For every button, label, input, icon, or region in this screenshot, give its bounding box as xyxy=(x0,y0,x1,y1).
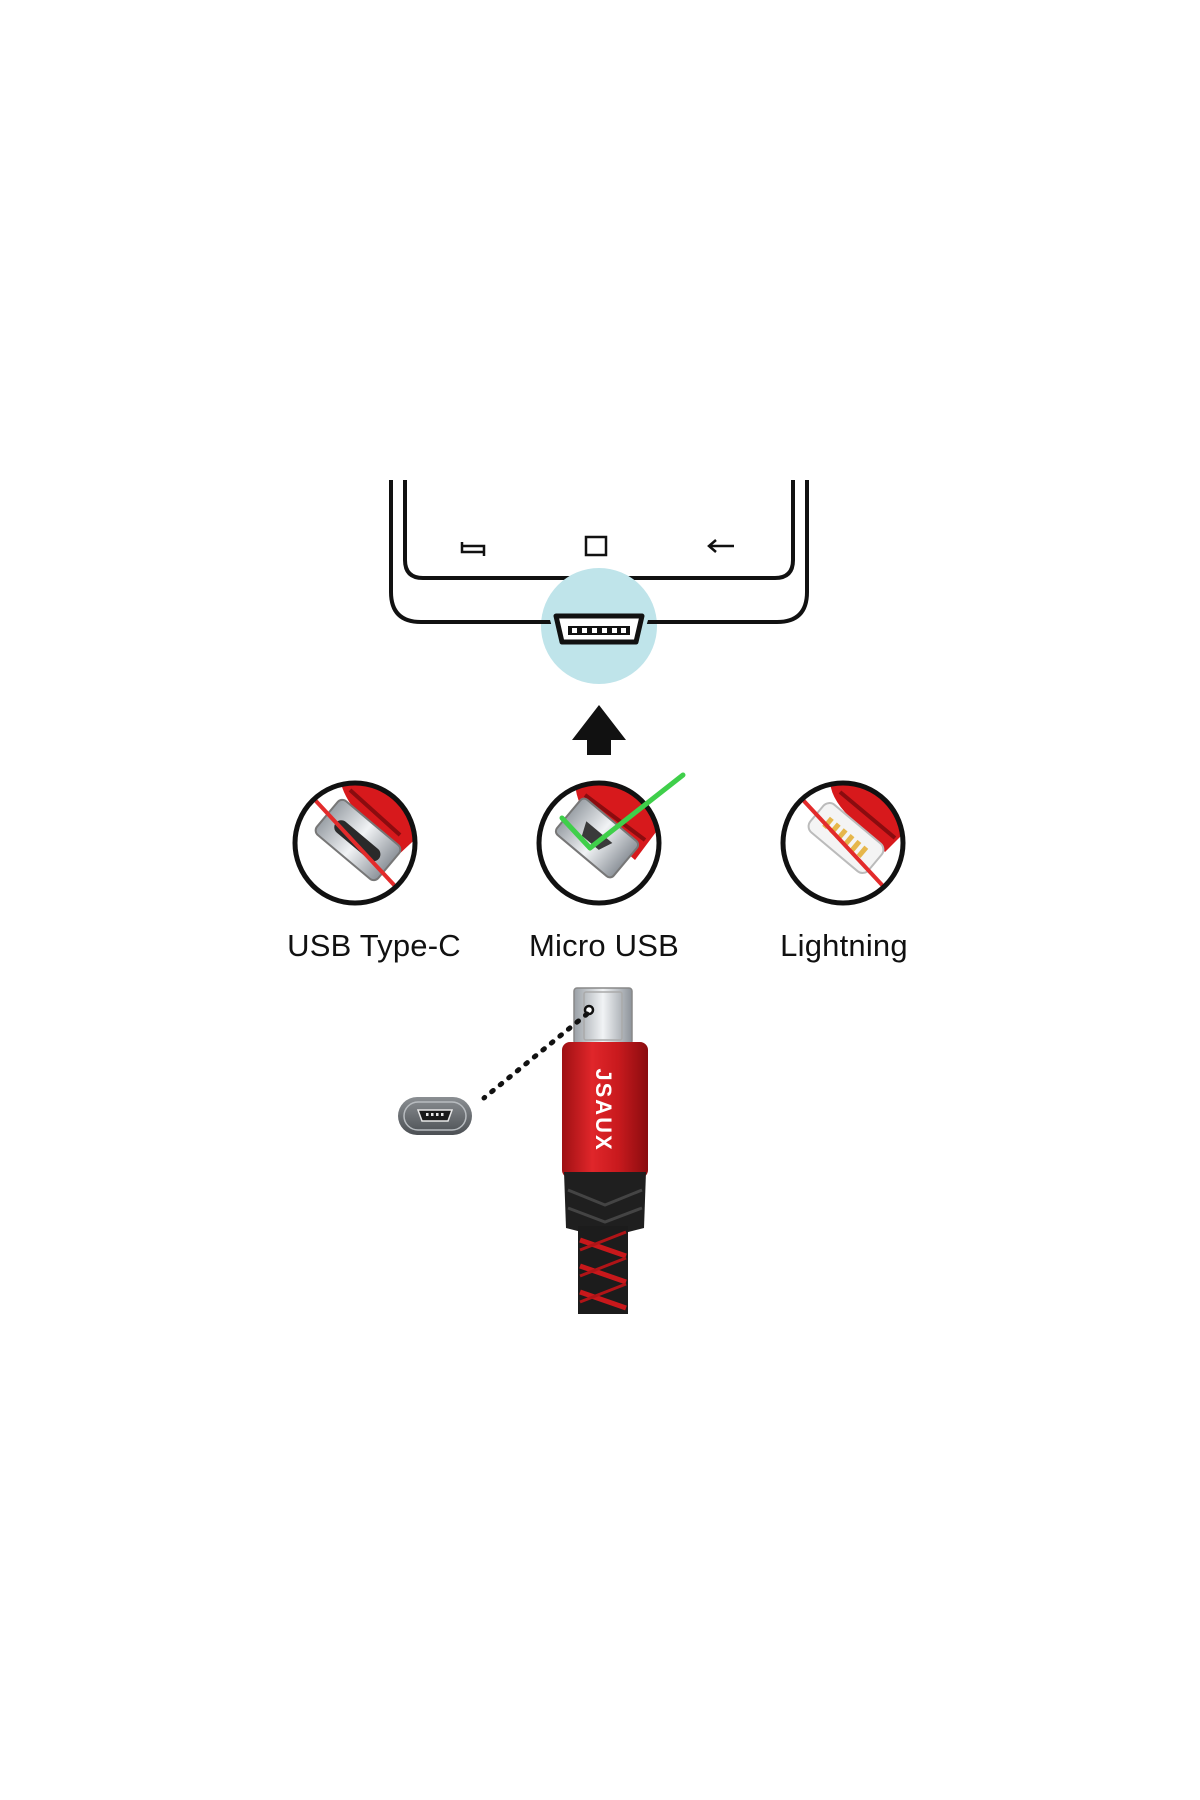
lightning-icon xyxy=(780,780,906,906)
dotted-leader-line xyxy=(481,1011,590,1101)
checkmark-icon xyxy=(559,772,686,851)
connector-label-lightning: Lightning xyxy=(780,928,908,963)
connector-label-usb-type-c: USB Type-C xyxy=(287,928,461,963)
micro-usb-cable: JSAUX xyxy=(562,987,648,1314)
up-arrow-icon xyxy=(572,705,626,755)
back-icon xyxy=(707,539,734,553)
phone-port-highlight xyxy=(541,568,657,684)
cable-brand-text: JSAUX xyxy=(591,1068,616,1151)
micro-usb-icon xyxy=(536,772,686,906)
recents-icon xyxy=(460,542,486,556)
home-icon xyxy=(584,535,608,557)
connector-label-micro-usb: Micro USB xyxy=(529,928,679,963)
micro-usb-port-icon xyxy=(398,1097,472,1135)
usb-type-c-icon xyxy=(292,780,418,906)
